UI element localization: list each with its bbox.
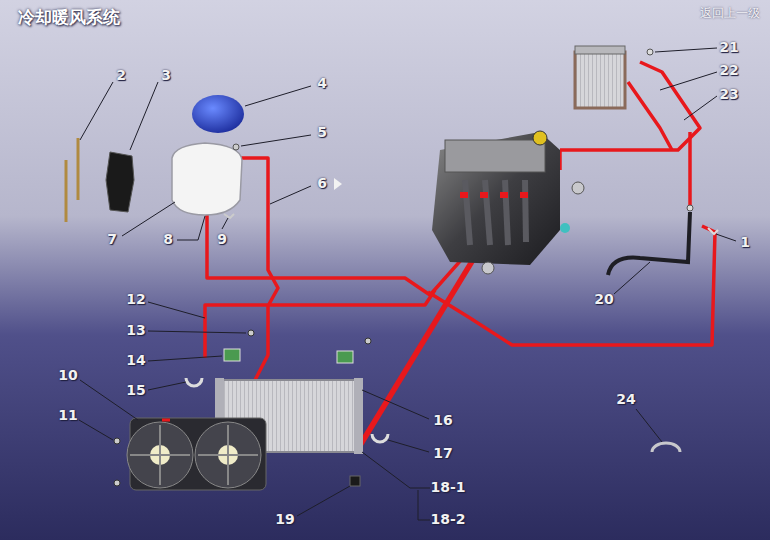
- callout-number: 19: [275, 512, 294, 527]
- clip: [186, 378, 202, 386]
- callout-number: 14: [126, 353, 145, 368]
- page-title: 冷却暖风系统: [18, 8, 120, 27]
- callout-number: 13: [126, 323, 145, 338]
- callout-number: 7: [107, 232, 117, 247]
- callout-number: 8: [163, 232, 173, 247]
- cooling-fans: [127, 418, 266, 490]
- callout-number: 18-1: [430, 480, 465, 495]
- clamp: [708, 228, 718, 234]
- callout-number: 9: [217, 232, 227, 247]
- callout-number: 24: [616, 392, 635, 407]
- engine: [432, 131, 584, 274]
- clip: [372, 434, 388, 442]
- callout-number: 2: [116, 68, 126, 83]
- callout-number: 17: [433, 446, 452, 461]
- clamp: [224, 214, 234, 218]
- screw: [248, 330, 254, 336]
- lower-hose: [356, 245, 482, 452]
- callout-number: 18-2: [430, 512, 465, 527]
- screw: [233, 144, 239, 150]
- leader-lines: [79, 48, 736, 520]
- arrow-mark: [334, 178, 342, 190]
- callout-number: 4: [317, 76, 327, 91]
- callout-number: 22: [719, 63, 738, 78]
- clip: [687, 205, 693, 211]
- callout-number: 1: [740, 235, 750, 250]
- screw: [114, 438, 120, 444]
- callout-number: 20: [594, 292, 613, 307]
- expansion-tank: [172, 143, 242, 215]
- heater-pipe: [608, 212, 690, 275]
- callout-number: 5: [317, 125, 327, 140]
- bolts: [66, 138, 78, 222]
- callout-number: 21: [719, 40, 738, 55]
- screw: [114, 480, 120, 486]
- clip: [647, 49, 653, 55]
- tank-cap: [192, 95, 244, 133]
- callout-number: 6: [317, 176, 327, 191]
- bracket-green: [224, 349, 240, 361]
- nav-link: 返回上一级: [700, 7, 760, 20]
- hose-clamp: [652, 443, 680, 452]
- callout-number: 23: [719, 87, 738, 102]
- callout-number: 15: [126, 383, 145, 398]
- callout-number: 12: [126, 292, 145, 307]
- bracket-green: [337, 351, 353, 363]
- bracket: [106, 152, 134, 212]
- coolant-hoses: [205, 62, 715, 380]
- drain-plug: [350, 476, 360, 486]
- callout-number: 11: [58, 408, 77, 423]
- screw: [365, 338, 371, 344]
- heater-core: [575, 46, 625, 108]
- callout-number: 3: [161, 68, 171, 83]
- callout-number: 16: [433, 413, 452, 428]
- callout-number: 10: [58, 368, 77, 383]
